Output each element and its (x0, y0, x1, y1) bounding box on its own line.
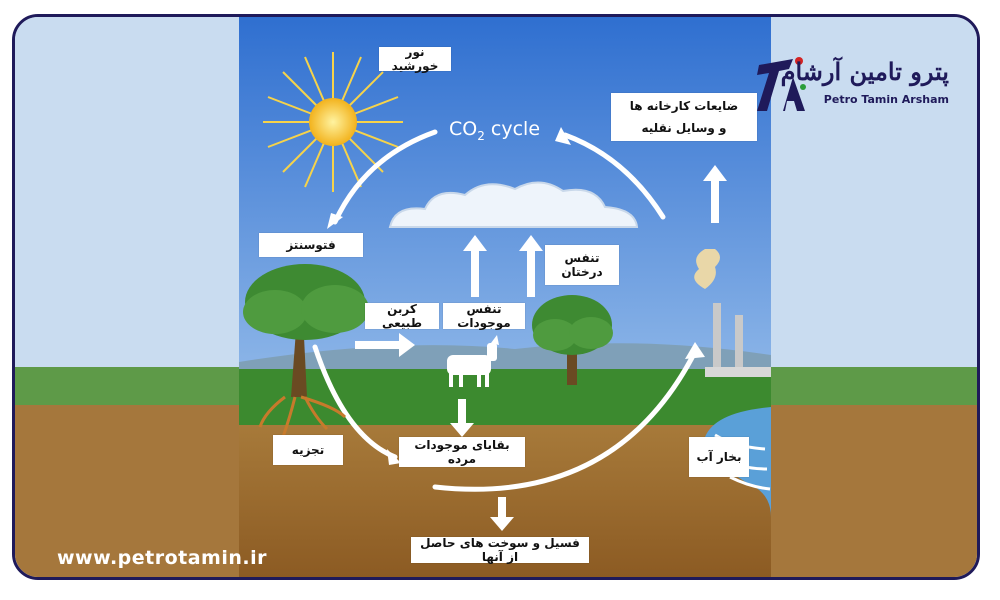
logo-mark-icon (757, 57, 806, 111)
brand-name-fa: پترو تامین آرشام (780, 57, 949, 86)
cycle-arrows (312, 129, 698, 492)
factory-emissions-line1: ضایعات کارخانه ها (629, 99, 739, 113)
label-fossil-fuels: فسیل و سوخت های حاصل از آنها (411, 536, 589, 564)
label-water-vapor: بخار آب (689, 437, 749, 477)
goat (447, 335, 499, 387)
label-factory-emissions: ضایعات کارخانه ها و وسایل نقلیه (611, 93, 757, 141)
label-dead-remains: بقایای موجودات مرده (399, 437, 525, 467)
website-url[interactable]: www.petrotamin.ir (57, 547, 267, 569)
label-sunlight: نور خورشید (379, 45, 451, 73)
frame: CO2 cycle نور خورشید فتوسنتز کربن طبیعی … (12, 14, 980, 580)
factory (694, 249, 771, 377)
label-decomposition: تجزیه (273, 435, 343, 465)
tree-left (243, 264, 369, 438)
straight-arrows (355, 165, 727, 531)
sun (263, 52, 403, 192)
label-photosynthesis: فتوسنتز (259, 233, 363, 257)
co2-cycle-diagram: CO2 cycle (15, 17, 977, 577)
factory-emissions-line2: و وسایل نقلیه (641, 121, 727, 135)
tree-right (532, 295, 613, 385)
label-animal-respiration: تنفس موجودات (443, 302, 525, 330)
label-natural-carbon: کربن طبیعی (365, 302, 439, 330)
brand-name-en: Petro Tamin Arsham (823, 93, 949, 106)
cloud (388, 181, 639, 228)
brand-logo: پترو تامین آرشام Petro Tamin Arsham (757, 53, 949, 123)
cycle-title: CO2 cycle (449, 118, 540, 143)
cycle-arrowheads (327, 127, 705, 465)
label-tree-respiration: تنفس درختان (545, 245, 619, 285)
